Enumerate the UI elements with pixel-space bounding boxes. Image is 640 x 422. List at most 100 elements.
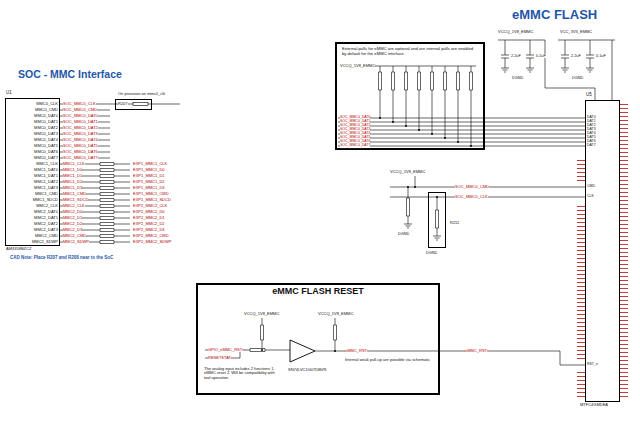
highlight-box: R211: [428, 192, 446, 248]
net-label: eMMC_RSTn: [465, 349, 489, 353]
net-label: EXP1_MMC1_SDCD: [133, 198, 171, 202]
net-label: eMMC_RSTn: [345, 349, 369, 353]
capacitor-value: 0.1uF: [596, 54, 606, 58]
pin-name: MMC0_DAT3: [34, 132, 58, 136]
node-title: External pulls for eMMC are optional and…: [342, 47, 478, 56]
pin-name: MMC0_CMD: [35, 108, 58, 112]
net-label: MMC1_D1: [63, 174, 82, 178]
net-label: EXP2_MMC2_CMD: [133, 234, 169, 238]
power-label: VCCQ_1V8_EMMC: [244, 312, 279, 316]
wire-group: [60, 40, 615, 365]
node-text: The analog input includes 2 functions 1.…: [204, 367, 282, 380]
junction-dot: [457, 141, 459, 143]
pin-name: MMC2_CMD: [35, 234, 58, 238]
power-label: VCCQ_1V8_EMMC: [318, 312, 353, 316]
net-label: GPIO_eMMC_RSTn: [208, 348, 244, 352]
resistor-symbol: [407, 198, 439, 228]
junction-dot: [418, 129, 420, 131]
net-label: SOC_MMC0_DAT0: [63, 114, 98, 118]
net-label: MMC1_D0: [63, 168, 82, 172]
pin-name: DAT7: [587, 144, 596, 148]
note-text: On provision on mmc0_clk: [118, 92, 165, 96]
pin-name: CLK: [587, 195, 594, 199]
node-title: eMMC FLASH RESET: [198, 287, 438, 297]
ground-label: DGND: [572, 76, 583, 80]
pin-stubs: [581, 104, 624, 400]
pin-name: MMC1_CMD: [35, 192, 58, 196]
net-label: SOC_MMC0_DAT1: [63, 120, 98, 124]
net-label: SOC_MMC0_CMD: [455, 185, 489, 189]
pin-name: CMD: [587, 185, 595, 189]
net-label: SOC_MMC0_DAT3: [63, 132, 98, 136]
reset-wire: [205, 318, 585, 365]
pin-name: MMC1_DAT2: [34, 180, 58, 184]
net-label: EXP2_MMC2_D1: [133, 216, 165, 220]
power-label: VCCQ_1V8_EMMC: [498, 30, 533, 34]
net-label: MMC2_D1: [63, 216, 82, 220]
net-label: EXP2_MMC2_D3: [133, 228, 165, 232]
junction-dots: [239, 117, 472, 352]
capacitor-value: 2.2uF: [571, 54, 581, 58]
pullup-rail: [374, 66, 476, 67]
capacitor-value: 0.1uF: [536, 54, 546, 58]
soc-wire: [60, 164, 130, 242]
junction-dot: [379, 117, 381, 119]
junction-dot: [436, 196, 438, 198]
power-label: VCCQ_1V8_EMMC: [390, 170, 425, 174]
pin-name: MMC2_DAT2: [34, 222, 58, 226]
net-label: SOC_MMC0_DAT7: [340, 144, 370, 148]
net-label: SOC_MMC0_CLK: [455, 195, 488, 199]
pin-name: MMC1_DAT0: [34, 168, 58, 172]
highlight-box: R207: [115, 99, 152, 110]
node-title: U5: [586, 93, 592, 98]
pin-stub-column: [577, 160, 585, 182]
soc-wire: [60, 110, 110, 158]
pin-name: MMC2_DAT3: [34, 228, 58, 232]
net-label: SOC_MMC0_DAT7: [63, 156, 98, 160]
pin-name: MMC2_SDWP: [32, 240, 58, 244]
resistor-symbol: [133, 103, 148, 106]
part-number: SN74LVC1G07DBVR: [288, 368, 326, 372]
cad-note: CAD Note: Place R207 and R208 near to th…: [10, 256, 113, 261]
pin-name: MMC2_DAT0: [34, 210, 58, 214]
net-label: EXP1_MMC1_CLK: [133, 162, 167, 166]
node-text: AM3358BZCZ: [6, 247, 31, 251]
net-label: MMC1_CMD: [63, 192, 86, 196]
pin-name: MMC1_DAT1: [34, 174, 58, 178]
pin-name: MMC1_DAT3: [34, 186, 58, 190]
pin-name: MMC0_DAT0: [34, 114, 58, 118]
resistor-symbol: [379, 72, 473, 90]
net-label: EXP2_MMC2_SDWP: [133, 240, 171, 244]
net-label: MMC2_D0: [63, 210, 82, 214]
pin-name: MMC0_CLK: [36, 102, 58, 106]
note-text: Internal weak pull-up are possible via s…: [345, 358, 433, 362]
junction-dot: [392, 121, 394, 123]
ground-label: DGND: [512, 76, 523, 80]
section-heading: eMMC FLASH: [512, 8, 597, 22]
net-label: SOC_MMC0_DAT4: [63, 138, 98, 142]
net-label: MMC1_CLK: [63, 162, 85, 166]
capacitor-value: 2.2uF: [511, 54, 521, 58]
net-label: EXP2_MMC2_CLK: [133, 204, 167, 208]
section-heading: SOC - MMC Interface: [18, 69, 122, 81]
node-title: U1: [6, 91, 12, 96]
reset-box: eMMC FLASH RESET The analog input include…: [196, 283, 440, 395]
net-label: MMC2_CMD: [63, 234, 86, 238]
node-title: R207: [118, 102, 128, 106]
net-label: EXP1_MMC1_D3: [133, 186, 165, 190]
pin-stub-column: [577, 372, 585, 400]
junction-dot: [261, 349, 263, 351]
ground-label: DGND: [426, 251, 437, 255]
power-label: VCC_3V3_EMMC: [560, 30, 592, 34]
net-label: MMC2_D2: [63, 222, 82, 226]
pin-name: MMC0_DAT1: [34, 120, 58, 124]
net-label: MMC1_D2: [63, 180, 82, 184]
net-label: EXP1_MMC1_D1: [133, 174, 165, 178]
node-text: MTFC4GMDEA: [580, 403, 608, 407]
pin-name: MMC2_CLK: [36, 204, 58, 208]
net-label: MMC1_D3: [63, 186, 82, 190]
junction-dot: [470, 145, 472, 147]
buffer-symbol: [290, 340, 315, 362]
net-label: EXP1_MMC1_CMD: [133, 192, 169, 196]
